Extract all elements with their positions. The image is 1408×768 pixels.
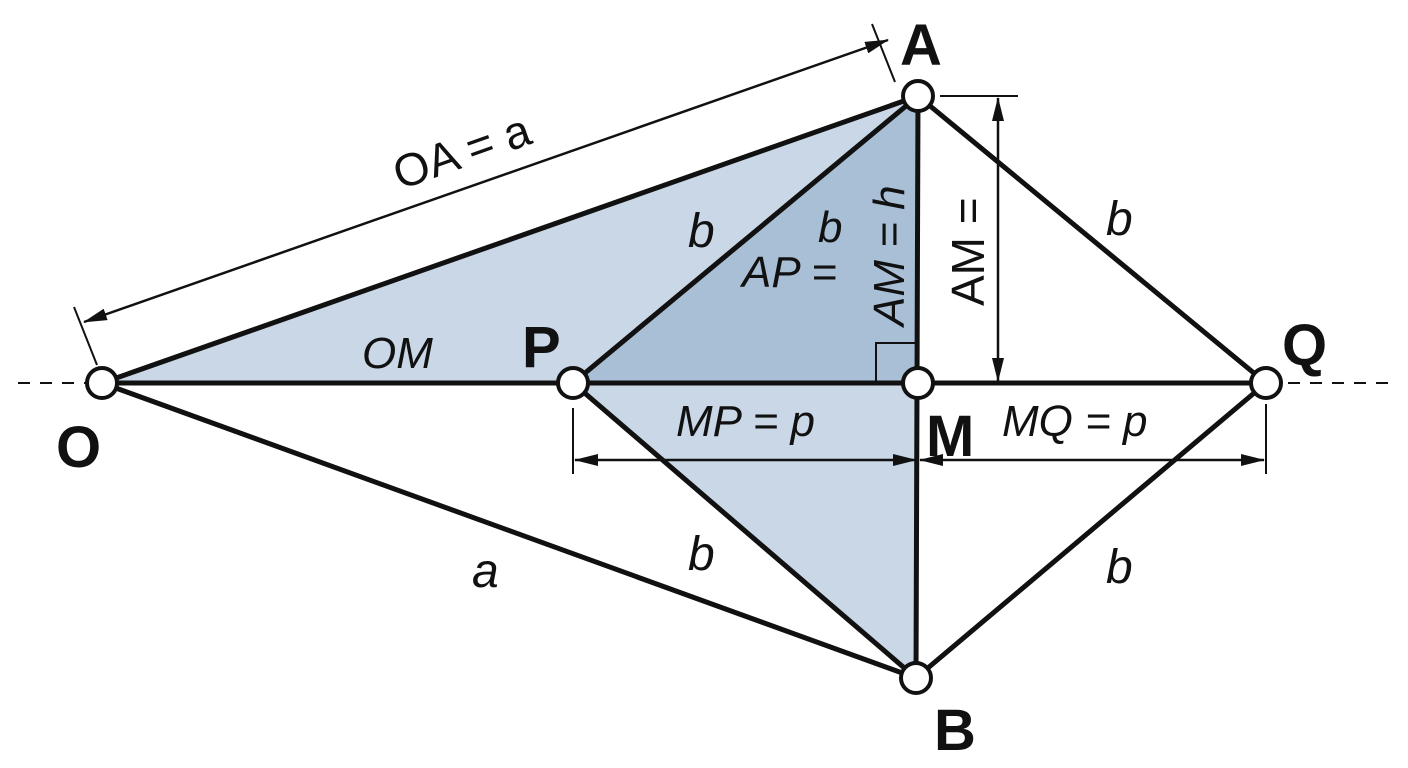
point-label-q: Q — [1282, 313, 1327, 378]
label-am-h: AM = h — [865, 185, 914, 329]
point-label-m: M — [926, 404, 974, 469]
node-m — [901, 366, 935, 400]
edge-ob — [99, 380, 919, 681]
label-mq: MQ = p — [1002, 397, 1148, 446]
label-aq-b: b — [1106, 193, 1133, 246]
dim-oa-ext-o — [73, 306, 98, 366]
label-mp: MP = p — [676, 397, 815, 446]
node-q — [1249, 366, 1283, 400]
node-b — [899, 661, 933, 695]
label-pb-b: b — [688, 528, 715, 581]
label-qb-b: b — [1106, 541, 1133, 594]
edge-aq — [915, 93, 1269, 386]
point-label-b: B — [934, 698, 976, 763]
edge-bq — [913, 380, 1269, 681]
label-ap-small-b: b — [818, 203, 842, 252]
label-om: OM — [362, 329, 433, 378]
point-label-p: P — [522, 315, 561, 380]
label-am-dimension: AM = — [942, 197, 994, 306]
label-oa-dimension: OA = a — [386, 103, 538, 199]
node-o — [85, 366, 119, 400]
point-label-a: A — [900, 13, 942, 78]
label-pa-b: b — [688, 205, 715, 258]
node-a — [901, 79, 935, 113]
edge-pb — [570, 380, 919, 681]
label-ap-eq: AP = — [739, 248, 837, 297]
dim-oa-ext-a — [871, 23, 896, 83]
dim-oa-line — [83, 38, 889, 324]
point-label-o: O — [56, 415, 101, 480]
node-p — [556, 366, 590, 400]
right-angle-marker — [875, 342, 918, 383]
label-ob-a: a — [472, 545, 499, 598]
